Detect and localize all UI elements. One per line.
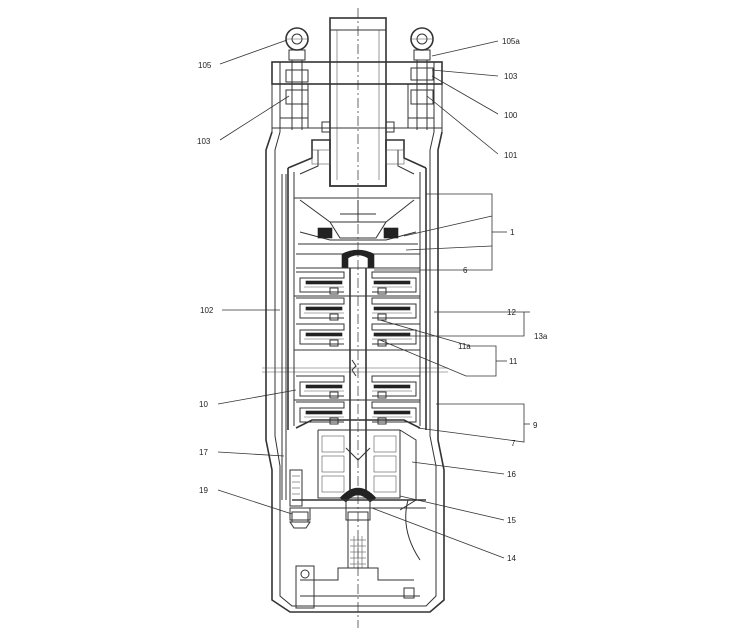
label-11a: 11a — [458, 342, 471, 351]
stage-seal-left — [329, 391, 339, 399]
leader-lines — [217, 39, 530, 559]
stage-diffuser-right — [371, 297, 420, 319]
stage-diffuser-left — [296, 375, 345, 397]
label-105a: 105a — [502, 37, 520, 46]
stage-impeller-left — [305, 280, 343, 285]
stage-diffuser-left — [296, 271, 345, 293]
upper-chamber — [294, 197, 420, 245]
stage-impeller-left — [305, 332, 343, 337]
label-101: 101 — [504, 151, 518, 160]
label-1: 1 — [510, 228, 515, 237]
outer-casing — [262, 131, 448, 613]
strainer-slots — [321, 435, 397, 493]
motor-shaft-spline — [350, 536, 366, 568]
label-103-right: 103 — [504, 72, 518, 81]
label-13a: 13a — [534, 332, 548, 341]
stage-impeller-right — [373, 410, 411, 415]
stage-seal-right — [377, 287, 387, 295]
stage-diffuser-right — [371, 323, 420, 345]
pump-stages — [294, 271, 420, 425]
reference-labels: 105 105a 103 100 103 101 1 6 102 12 13a … — [197, 37, 548, 563]
stage-diffuser-left — [296, 323, 345, 345]
label-16: 16 — [507, 470, 516, 479]
stage-seal-left — [329, 417, 339, 425]
stage-impeller-right — [373, 332, 411, 337]
stage-impeller-left — [305, 384, 343, 389]
coupling — [339, 487, 377, 521]
stage-impeller-left — [305, 410, 343, 415]
stage-impeller-right — [373, 280, 411, 285]
top-cover — [271, 61, 443, 133]
label-17: 17 — [199, 448, 208, 457]
stage-seal-left — [329, 287, 339, 295]
label-103-left: 103 — [197, 137, 211, 146]
lifting-eye-right — [410, 27, 434, 130]
stage-seal-right — [377, 339, 387, 347]
label-11: 11 — [509, 357, 518, 366]
stage-seal-right — [377, 313, 387, 321]
bearing-cap — [296, 249, 420, 269]
label-105: 105 — [198, 61, 212, 70]
stage-seal-right — [377, 417, 387, 425]
cable-guard — [281, 174, 311, 529]
stage-impeller-left — [305, 306, 343, 311]
label-102: 102 — [200, 306, 214, 315]
stage-seal-right — [377, 391, 387, 399]
stage-seal-left — [329, 339, 339, 347]
label-9: 9 — [533, 421, 538, 430]
label-12: 12 — [507, 308, 516, 317]
stage-impeller-right — [373, 306, 411, 311]
suction-section — [295, 419, 421, 561]
label-15: 15 — [507, 516, 516, 525]
lifting-eye-left — [285, 27, 309, 130]
label-19: 19 — [199, 486, 208, 495]
stage-impeller-right — [373, 384, 411, 389]
label-14: 14 — [507, 554, 516, 563]
label-10: 10 — [199, 400, 208, 409]
inner-housing — [287, 139, 427, 430]
motor-section — [292, 499, 426, 609]
label-6: 6 — [463, 266, 468, 275]
pump-shaft — [349, 268, 367, 490]
stage-diffuser-right — [371, 271, 420, 293]
label-7: 7 — [511, 439, 516, 448]
stage-seal-left — [329, 313, 339, 321]
stage-diffuser-right — [371, 375, 420, 397]
stage-diffuser-left — [296, 297, 345, 319]
label-100: 100 — [504, 111, 518, 120]
